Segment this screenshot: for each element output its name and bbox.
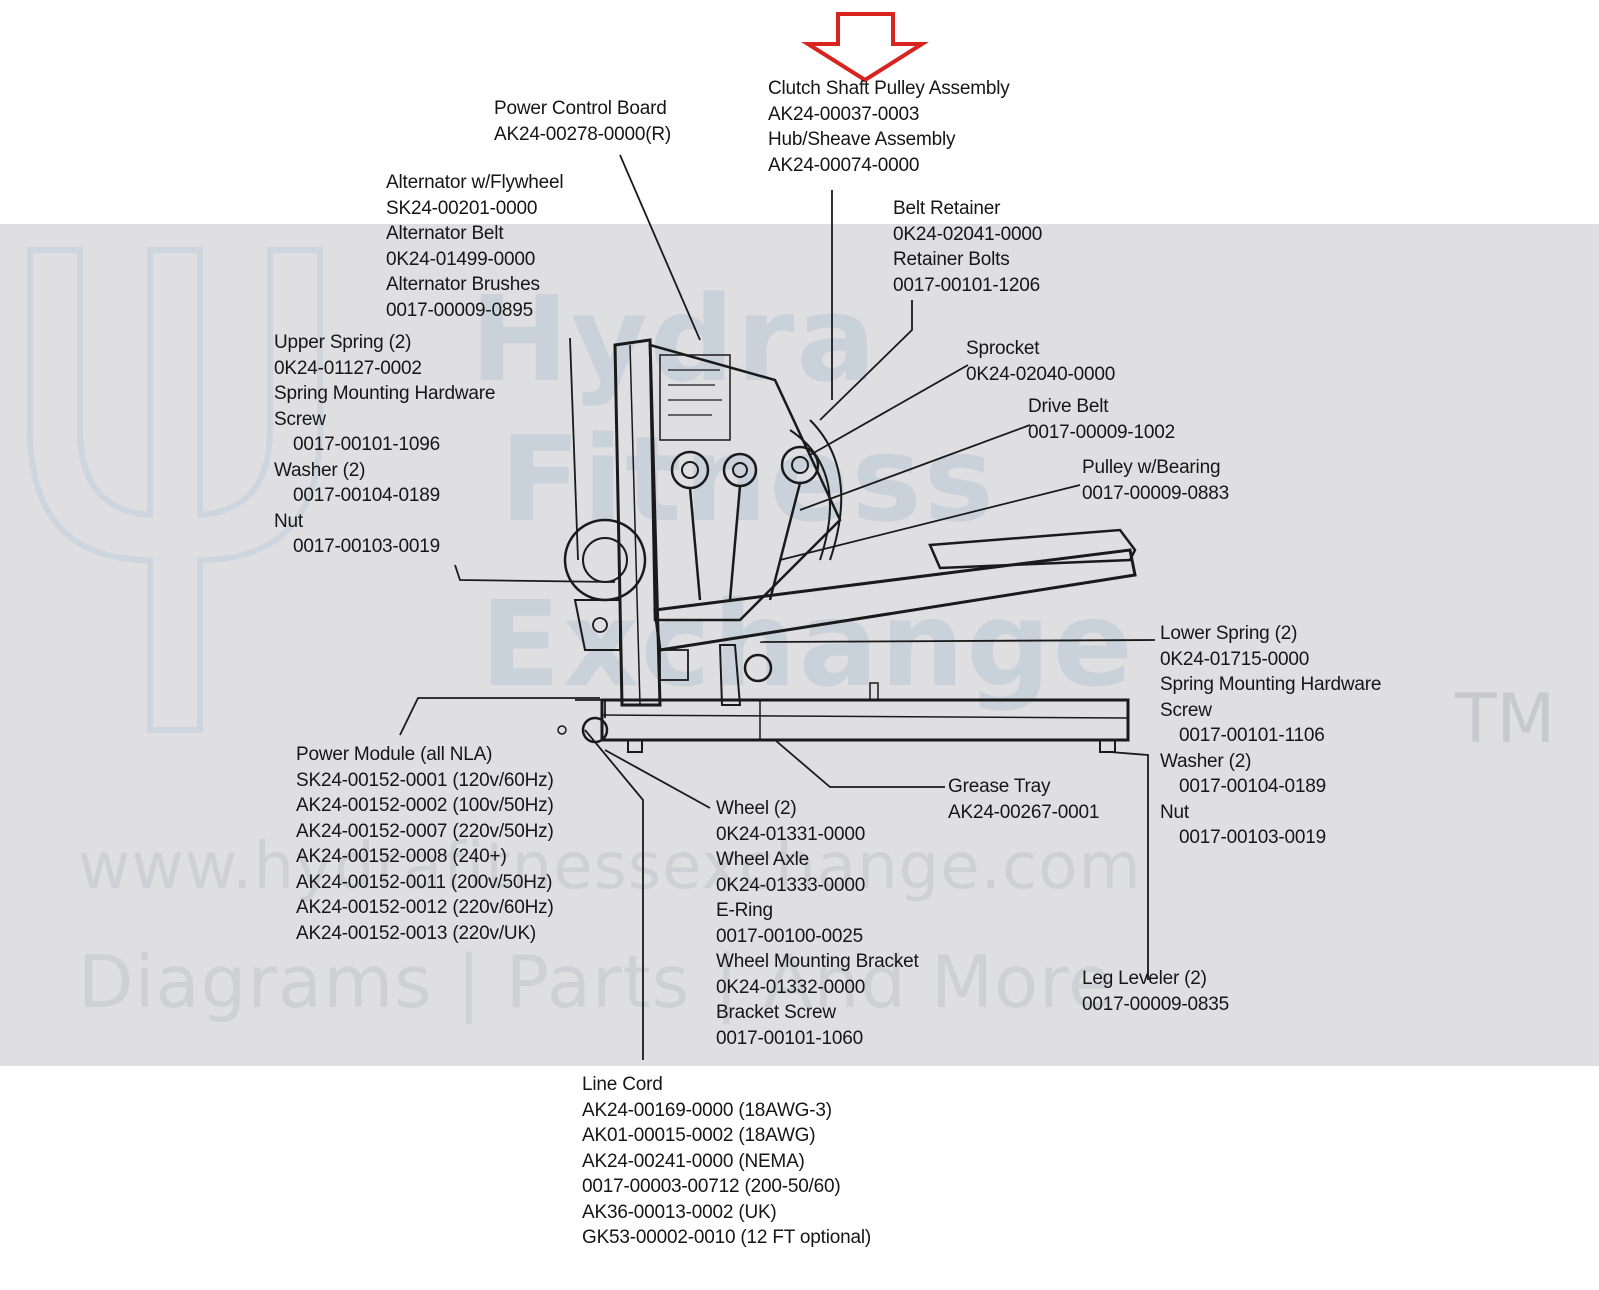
callout-text: Clutch Shaft Pulley Assembly bbox=[768, 78, 1010, 99]
watermark-tm: TM bbox=[1455, 680, 1556, 759]
part-number: AK24-00152-0011 (200v/50Hz) bbox=[296, 871, 553, 893]
callout-pulley-bearing: Pulley w/Bearing 0017-00009-0883 bbox=[1082, 455, 1229, 506]
part-number: AK24-00152-0008 (240+) bbox=[296, 846, 507, 867]
part-number: SK24-00152-0001 (120v/60Hz) bbox=[296, 769, 554, 791]
callout-text: Power Module (all NLA) bbox=[296, 744, 493, 765]
part-number: AK24-00074-0000 bbox=[768, 154, 920, 176]
red-arrow-icon bbox=[801, 12, 929, 83]
part-number: AK24-00152-0013 (220v/UK) bbox=[296, 922, 537, 944]
part-number: AK24-00037-0003 bbox=[768, 103, 920, 125]
callout-text: Hub/Sheave Assembly bbox=[768, 129, 956, 150]
part-number: 0017-00103-0019 bbox=[293, 536, 441, 557]
part-number: SK24-00201-0000 bbox=[386, 197, 538, 219]
part-number: 0017-00101-1106 bbox=[1179, 725, 1325, 746]
callout-text: Nut bbox=[274, 510, 303, 532]
callout-drive-belt: Drive Belt 0017-00009-1002 bbox=[1028, 394, 1175, 445]
part-number: 0K24-01499-0000 bbox=[386, 248, 536, 270]
callout-power-module: Power Module (all NLA) SK24-00152-0001 (… bbox=[296, 742, 554, 946]
callout-text: Lower Spring (2) bbox=[1160, 623, 1298, 644]
callout-text: Bracket Screw bbox=[716, 1002, 836, 1023]
callout-text: Drive Belt bbox=[1028, 396, 1109, 417]
part-number: 0017-00101-1096 bbox=[293, 434, 441, 455]
part-number: 0K24-01331-0000 bbox=[716, 823, 866, 845]
callout-sprocket: Sprocket 0K24-02040-0000 bbox=[966, 336, 1115, 387]
callout-text: Retainer Bolts bbox=[893, 249, 1010, 270]
part-number: AK36-00013-0002 (UK) bbox=[582, 1201, 777, 1223]
callout-text: Wheel (2) bbox=[716, 798, 797, 819]
part-number: 0017-00101-1206 bbox=[893, 274, 1041, 296]
watermark-tagline: Diagrams | Parts | And More bbox=[78, 940, 1114, 1024]
part-number: 0K24-02041-0000 bbox=[893, 223, 1043, 245]
part-number: AK24-00152-0002 (100v/50Hz) bbox=[296, 795, 554, 816]
electronics-housing bbox=[648, 343, 842, 622]
part-number: 0017-00009-1002 bbox=[1028, 421, 1176, 443]
callout-text: Wheel Mounting Bracket bbox=[716, 951, 919, 972]
callout-lower-spring: Lower Spring (2) 0K24-01715-0000 Spring … bbox=[1160, 621, 1381, 851]
callout-text: Nut bbox=[1160, 801, 1189, 823]
callout-text: Alternator Brushes bbox=[386, 274, 540, 295]
part-number: 0017-00104-0189 bbox=[293, 485, 441, 506]
drive-belt bbox=[688, 482, 802, 601]
part-number: 0017-00104-0189 bbox=[1179, 776, 1327, 797]
callout-text: Sprocket bbox=[966, 338, 1040, 359]
part-number: AK01-00015-0002 (18AWG) bbox=[582, 1125, 816, 1146]
callout-text: Line Cord bbox=[582, 1074, 663, 1095]
callout-text: Pulley w/Bearing bbox=[1082, 457, 1221, 478]
callout-text: Alternator w/Flywheel bbox=[386, 172, 564, 193]
part-number: 0K24-01333-0000 bbox=[716, 874, 866, 896]
watermark-logo-line3: Exchange bbox=[480, 575, 1135, 713]
watermark-url: www.hydrafitnessexchange.com bbox=[78, 830, 1142, 904]
part-number: AK24-00169-0000 (18AWG-3) bbox=[582, 1099, 832, 1121]
callout-text: Alternator Belt bbox=[386, 223, 504, 244]
part-number: 0K24-01332-0000 bbox=[716, 976, 866, 998]
callout-belt-retainer: Belt Retainer 0K24-02041-0000 Retainer B… bbox=[893, 196, 1042, 298]
part-number: 0017-00009-0835 bbox=[1082, 993, 1230, 1015]
callout-text: Spring Mounting Hardware bbox=[274, 383, 496, 404]
callout-text: Washer (2) bbox=[1160, 750, 1252, 772]
running-deck bbox=[653, 548, 1137, 652]
upright-column bbox=[613, 338, 662, 707]
part-number: AK24-00278-0000(R) bbox=[494, 123, 672, 145]
callout-text: Grease Tray bbox=[948, 776, 1051, 797]
callout-text: Wheel Axle bbox=[716, 849, 810, 870]
callout-power-control-board: Power Control Board AK24-00278-0000(R) bbox=[494, 96, 671, 147]
part-number: AK24-00152-0007 (220v/50Hz) bbox=[296, 820, 554, 842]
callout-alternator: Alternator w/Flywheel SK24-00201-0000 Al… bbox=[386, 170, 564, 323]
part-number: 0017-00103-0019 bbox=[1179, 827, 1327, 848]
watermark-logo-line2: Fitness bbox=[500, 410, 996, 548]
callout-text: Upper Spring (2) bbox=[274, 332, 412, 353]
callout-leg-leveler: Leg Leveler (2) 0017-00009-0835 bbox=[1082, 966, 1229, 1017]
base-frame bbox=[600, 698, 1130, 742]
callout-grease-tray: Grease Tray AK24-00267-0001 bbox=[948, 774, 1099, 825]
callout-clutch-shaft: Clutch Shaft Pulley Assembly AK24-00037-… bbox=[768, 76, 1010, 178]
part-number: 0K24-01715-0000 bbox=[1160, 648, 1310, 670]
callout-text: Leg Leveler (2) bbox=[1082, 968, 1207, 989]
part-number: AK24-00267-0001 bbox=[948, 801, 1100, 823]
callout-text: E-Ring bbox=[716, 900, 773, 921]
part-number: 0017-00003-00712 (200-50/60) bbox=[582, 1176, 841, 1197]
callout-text: Washer (2) bbox=[274, 459, 366, 481]
callout-text: Screw bbox=[274, 408, 326, 430]
callout-wheel: Wheel (2) 0K24-01331-0000 Wheel Axle 0K2… bbox=[716, 796, 919, 1051]
callout-text: Screw bbox=[1160, 699, 1212, 721]
part-number: 0K24-02040-0000 bbox=[966, 363, 1116, 385]
part-number: 0017-00009-0895 bbox=[386, 299, 534, 321]
part-number: 0017-00101-1060 bbox=[716, 1027, 864, 1049]
part-number: 0017-00100-0025 bbox=[716, 925, 864, 947]
part-number: AK24-00152-0012 (220v/60Hz) bbox=[296, 897, 554, 918]
callout-line-cord: Line Cord AK24-00169-0000 (18AWG-3) AK01… bbox=[582, 1072, 871, 1251]
callout-text: Power Control Board bbox=[494, 98, 667, 119]
callout-text: Spring Mounting Hardware bbox=[1160, 674, 1382, 695]
callout-upper-spring: Upper Spring (2) 0K24-01127-0002 Spring … bbox=[274, 330, 495, 560]
callout-text: Belt Retainer bbox=[893, 198, 1001, 219]
watermark-y-glyph bbox=[27, 247, 323, 733]
watermark-band bbox=[0, 224, 1599, 1066]
part-number: 0017-00009-0883 bbox=[1082, 482, 1230, 504]
part-number: GK53-00002-0010 (12 FT optional) bbox=[582, 1227, 871, 1248]
part-number: 0K24-01127-0002 bbox=[274, 357, 422, 379]
part-number: AK24-00241-0000 (NEMA) bbox=[582, 1150, 805, 1172]
